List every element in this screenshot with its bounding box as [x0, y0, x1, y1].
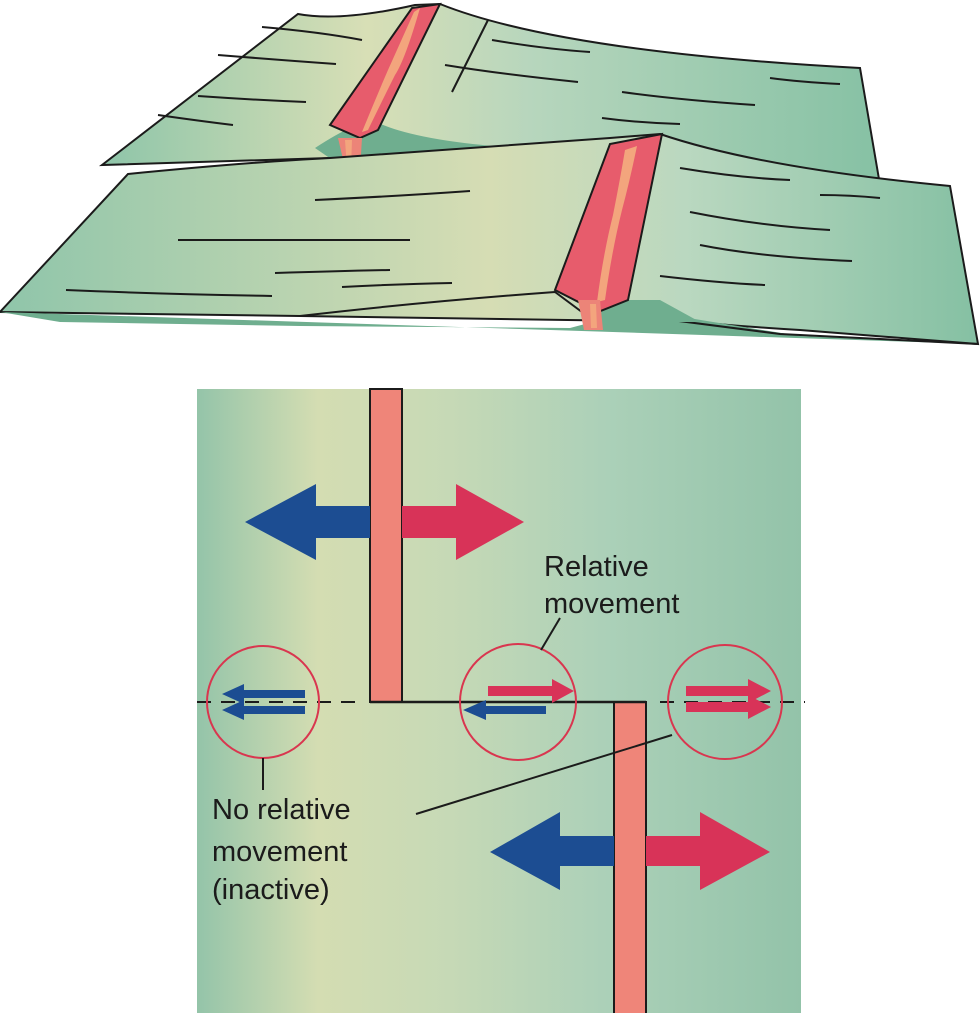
- blue-arrow-left-icon: [490, 812, 614, 890]
- spreading-arrows-upper: [245, 484, 524, 560]
- perspective-block: [0, 2, 980, 346]
- leader-relative-movement: [540, 617, 561, 651]
- label-none-line1: No relative: [212, 794, 351, 826]
- blue-arrow-left-icon: [245, 484, 370, 560]
- back-plate-strata: [157, 19, 841, 126]
- upper-ridge-segment: [369, 388, 403, 703]
- small-red-arrow-icon: [686, 695, 771, 719]
- red-arrow-right-icon: [646, 812, 770, 890]
- front-ridge: [553, 132, 664, 330]
- small-blue-arrow-icon: [222, 684, 305, 704]
- leader-inactive-right: [415, 734, 673, 815]
- label-none-line2: movement: [212, 836, 347, 868]
- small-red-arrow-icon: [488, 679, 574, 703]
- red-arrow-right-icon: [402, 484, 524, 560]
- label-relative-line2: movement: [544, 588, 679, 620]
- small-blue-arrow-icon: [222, 700, 305, 720]
- front-plate-strata: [65, 167, 881, 297]
- map-view: Relative movement No relative movement (…: [197, 388, 805, 1013]
- inactive-zone-right-circle: [667, 644, 783, 760]
- small-blue-arrow-icon: [463, 700, 546, 720]
- active-zone-circle: [459, 643, 577, 761]
- label-relative-line1: Relative: [544, 551, 649, 583]
- label-none-line3: (inactive): [212, 874, 330, 906]
- spreading-arrows-lower: [490, 812, 770, 890]
- front-plate: [0, 132, 980, 346]
